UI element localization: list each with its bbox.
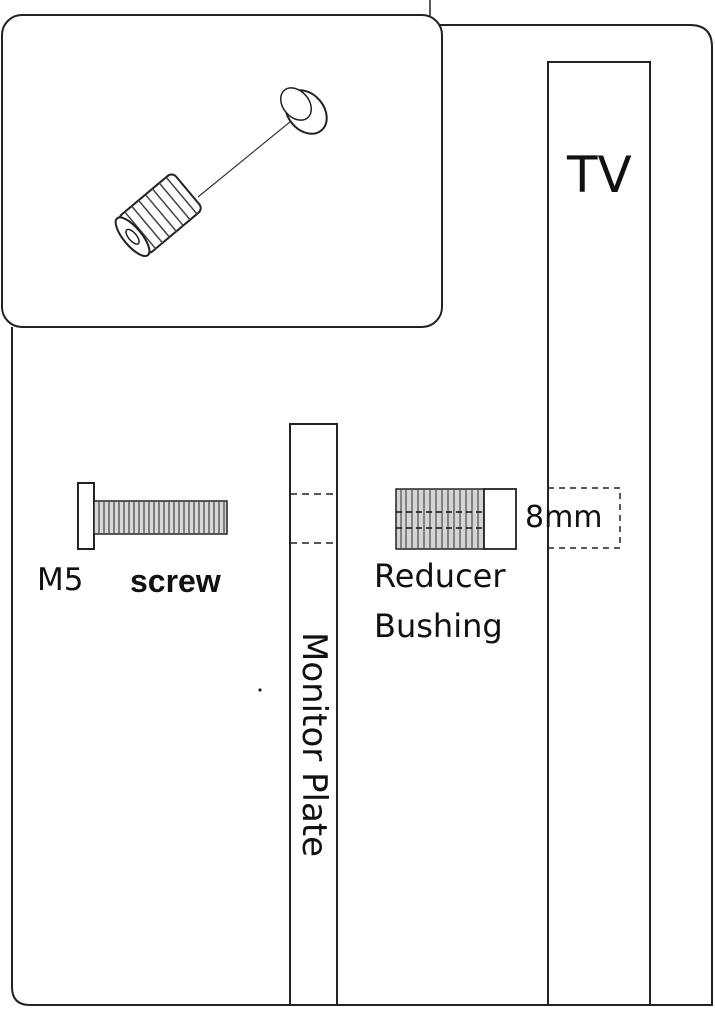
reducer-bushing-icon [395,488,517,550]
measurement-label: 8mm [525,500,603,535]
tv-panel [547,61,651,1006]
bushing-label: Bushing [374,607,503,645]
tv-label: TV [567,146,632,204]
screw-label: screw [130,563,221,599]
outer-frame [11,24,713,1006]
stray-mark [258,688,262,692]
bushing-assembly-icon [114,87,328,258]
reducer-label: Reducer [374,557,506,595]
m5-screw-icon [77,482,228,550]
monitor-plate [289,423,338,1006]
inset-panel [1,14,443,328]
m5-label: M5 [37,562,84,598]
monitor-plate-label: Monitor Plate [294,632,334,858]
tv-hole-outline [548,487,621,549]
